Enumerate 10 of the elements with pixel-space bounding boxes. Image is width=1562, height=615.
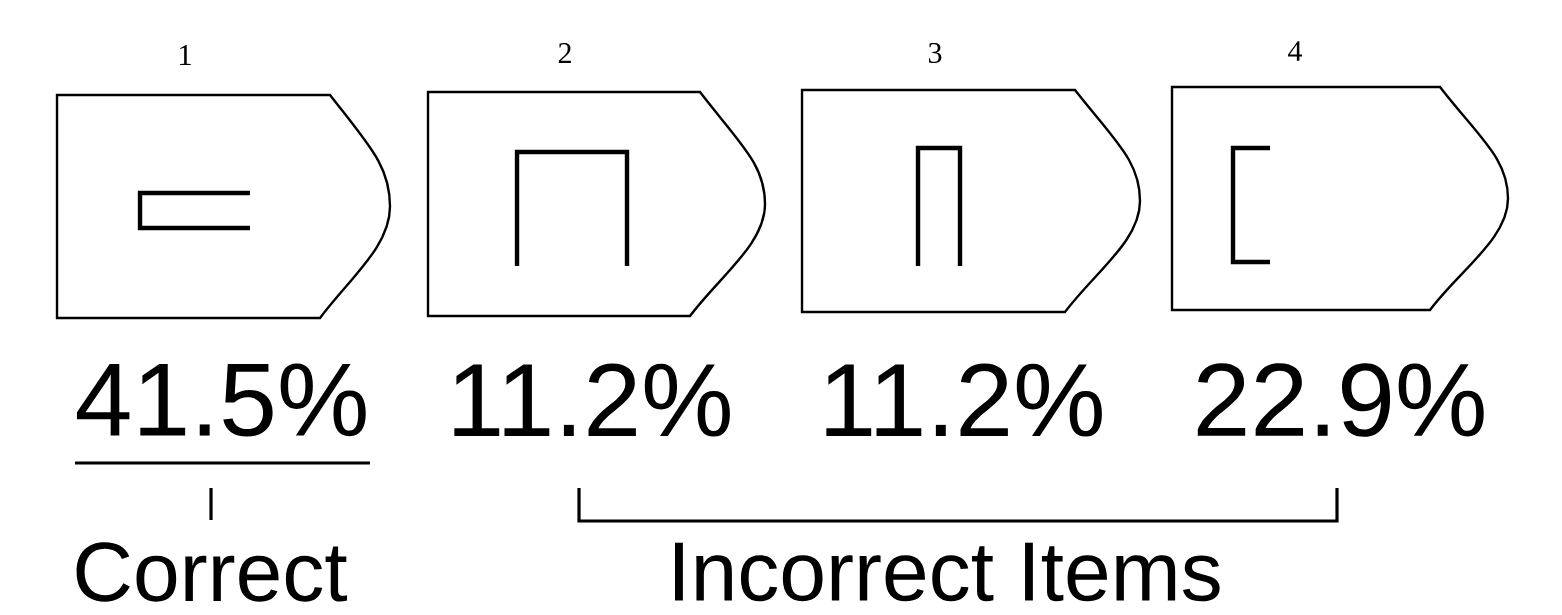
percentage-text: 22.9% (1197, 363, 1484, 437)
card-number: 4 (1288, 41, 1303, 61)
card-number: 1 (180, 45, 191, 65)
percentage-text: 11.2% (826, 363, 1102, 437)
card-number: 3 (928, 42, 942, 64)
card-number: 2 (558, 43, 571, 63)
percentage-text: 41.5% (76, 363, 366, 437)
group-label: Correct (76, 542, 348, 602)
percentage-text: 11.2% (454, 363, 730, 437)
group-label: Incorrect Items (675, 542, 1220, 602)
